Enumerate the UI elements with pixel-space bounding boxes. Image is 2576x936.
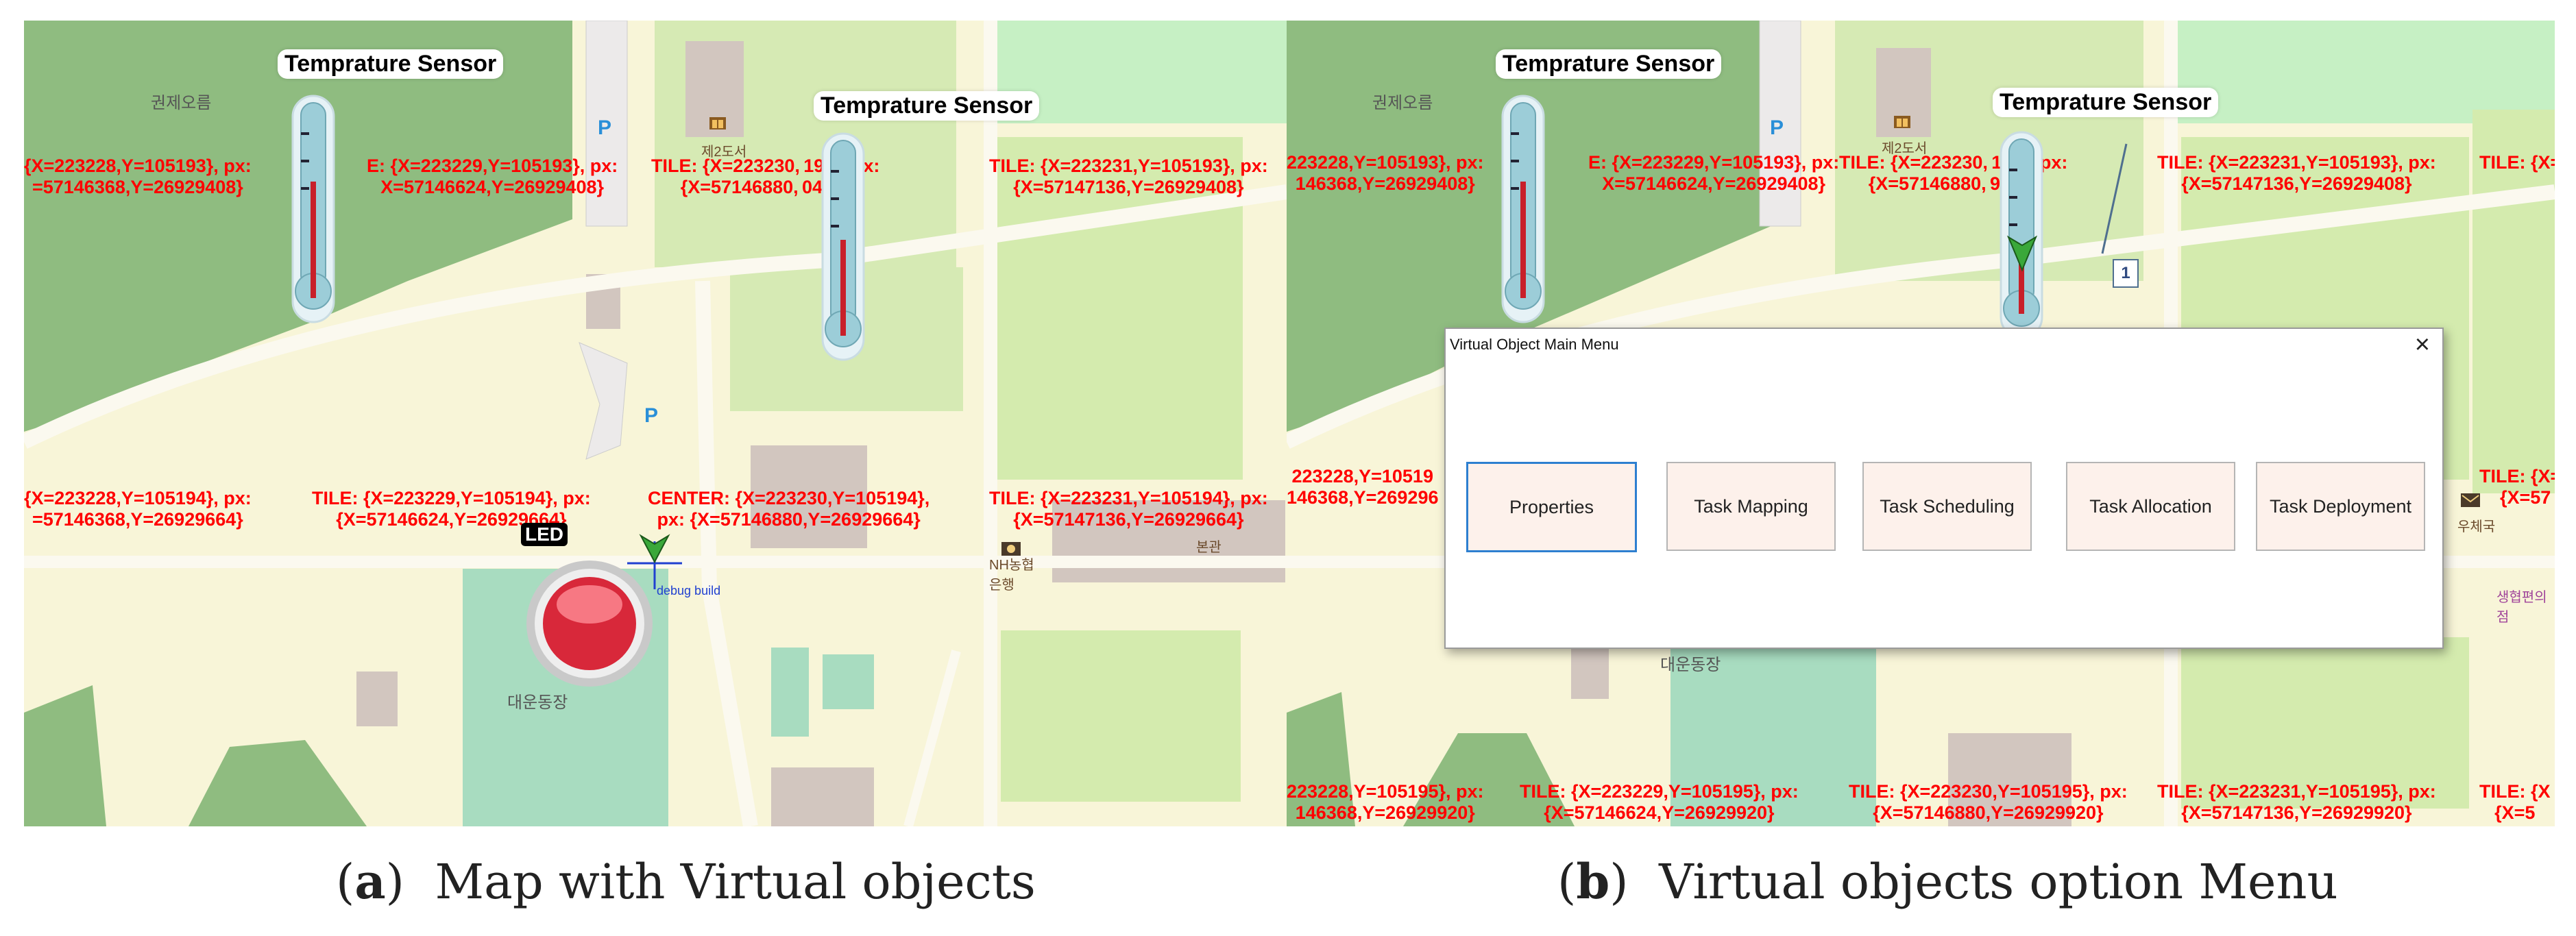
tile-label: TILE: {X=223231,Y=105193}, px: {X=571471… <box>2157 152 2436 194</box>
tile-label: TILE: {X=223229,Y=105195}, px: {X=571466… <box>1520 781 1799 823</box>
object-number-badge[interactable]: 1 <box>2113 259 2139 288</box>
map-background <box>24 21 1287 826</box>
thermometer-icon[interactable] <box>286 93 341 325</box>
place-label-main-building: 본관 <box>1196 540 1222 555</box>
caption-a: (a) Map with Virtual objects <box>336 853 1036 910</box>
led-object[interactable] <box>521 555 658 692</box>
close-icon[interactable]: × <box>2414 330 2430 359</box>
task-scheduling-button[interactable]: Task Scheduling <box>1862 462 2032 551</box>
tile-label: 223228,Y=105193}, px: 146368,Y=26929408} <box>1287 152 1484 194</box>
sensor-label: Temprature Sensor <box>1993 88 2219 117</box>
caption-b-text: Virtual objects option Menu <box>1659 854 2338 910</box>
tile-label: CENTER: {X=223230,Y=105194}, px: {X=5714… <box>648 488 930 530</box>
led-label: LED <box>521 523 568 546</box>
debug-label: debug build <box>657 584 721 598</box>
tile-label: TILE: {X=223229,Y=105194}, px: {X=571466… <box>312 488 591 530</box>
caption-b-letter: b <box>1576 853 1610 910</box>
cursor-marker-icon[interactable] <box>2005 226 2039 274</box>
thermometer-icon[interactable] <box>1496 93 1551 325</box>
place-label-forest: 권제오름 <box>1372 94 1433 112</box>
place-label-stadium: 대운동장 <box>1660 656 1721 674</box>
map-panel-a[interactable]: 권제오름 제2도서 대운동장 NH농협 은행 본관 P P {X=223228,… <box>24 21 1287 826</box>
place-label-post: 우체국 <box>2457 519 2496 534</box>
tile-label: {X=223228,Y=105194}, px: =57146368,Y=269… <box>24 488 252 530</box>
tile-label: {X=223228,Y=105193}, px: =57146368,Y=269… <box>24 156 252 197</box>
tile-label: TILE: {X=223231,Y=105193}, px: {X=571471… <box>989 156 1268 197</box>
place-label-store: 생협편의 점 <box>2496 590 2547 625</box>
tile-label: E: {X=223229,Y=105193}, px: X=57146624,Y… <box>367 156 618 197</box>
tile-label: TILE: {X=223231,Y=105194}, px: {X=571471… <box>989 488 1268 530</box>
post-icon <box>2461 493 2480 507</box>
sensor-label: Temprature Sensor <box>814 91 1040 121</box>
place-label-bank: NH농협 은행 <box>989 558 1034 593</box>
place-label-stadium: 대운동장 <box>507 693 568 712</box>
caption-a-letter: a <box>354 853 386 910</box>
library-icon <box>709 117 726 130</box>
caption-a-text: Map with Virtual objects <box>435 854 1036 910</box>
tile-label: TILE: {X {X=5 <box>2479 781 2551 823</box>
place-label-library: 제2도서 <box>1882 141 1928 156</box>
tile-label: TILE: {X=5 <box>2479 152 2555 173</box>
tile-label: E: {X=223229,Y=105193}, px: X=57146624,Y… <box>1588 152 1840 194</box>
tile-label: TILE: {X=223231,Y=105195}, px: {X=571471… <box>2157 781 2436 823</box>
sensor-label: Temprature Sensor <box>1496 49 1722 79</box>
place-label-library: 제2도서 <box>701 145 747 160</box>
task-allocation-button[interactable]: Task Allocation <box>2066 462 2235 551</box>
parking-icon: P <box>598 116 612 139</box>
place-label-forest: 권제오름 <box>151 94 212 112</box>
thermometer-icon[interactable] <box>816 130 871 363</box>
tile-label: TILE: {X=223230,Y=105195}, px: {X=571468… <box>1849 781 2128 823</box>
tile-label: 223228,Y=105195}, px: 146368,Y=26929920} <box>1287 781 1484 823</box>
map-panel-b[interactable]: 권제오름 제2도서 P 대운동장 우체국 생협편의 점 223228,Y=105… <box>1287 21 2555 826</box>
task-mapping-button[interactable]: Task Mapping <box>1666 462 1836 551</box>
center-marker-icon[interactable] <box>620 521 682 589</box>
dialog-title: Virtual Object Main Menu <box>1450 336 1619 353</box>
thermometer-icon[interactable] <box>1994 129 2049 341</box>
library-icon <box>1894 116 1910 128</box>
task-deployment-button[interactable]: Task Deployment <box>2256 462 2425 551</box>
virtual-object-main-menu-dialog: Virtual Object Main Menu × Properties Ta… <box>1444 328 2444 649</box>
bank-icon <box>1001 542 1021 556</box>
tile-label: TILE: {X=5 {X=57 <box>2479 466 2555 508</box>
parking-icon: P <box>644 404 659 427</box>
caption-b: (b) Virtual objects option Menu <box>1557 853 2338 910</box>
sensor-label: Temprature Sensor <box>278 49 504 79</box>
properties-button[interactable]: Properties <box>1466 462 1637 552</box>
parking-icon: P <box>1770 116 1784 139</box>
tile-label: 223228,Y=10519 146368,Y=269296 <box>1287 466 1439 508</box>
